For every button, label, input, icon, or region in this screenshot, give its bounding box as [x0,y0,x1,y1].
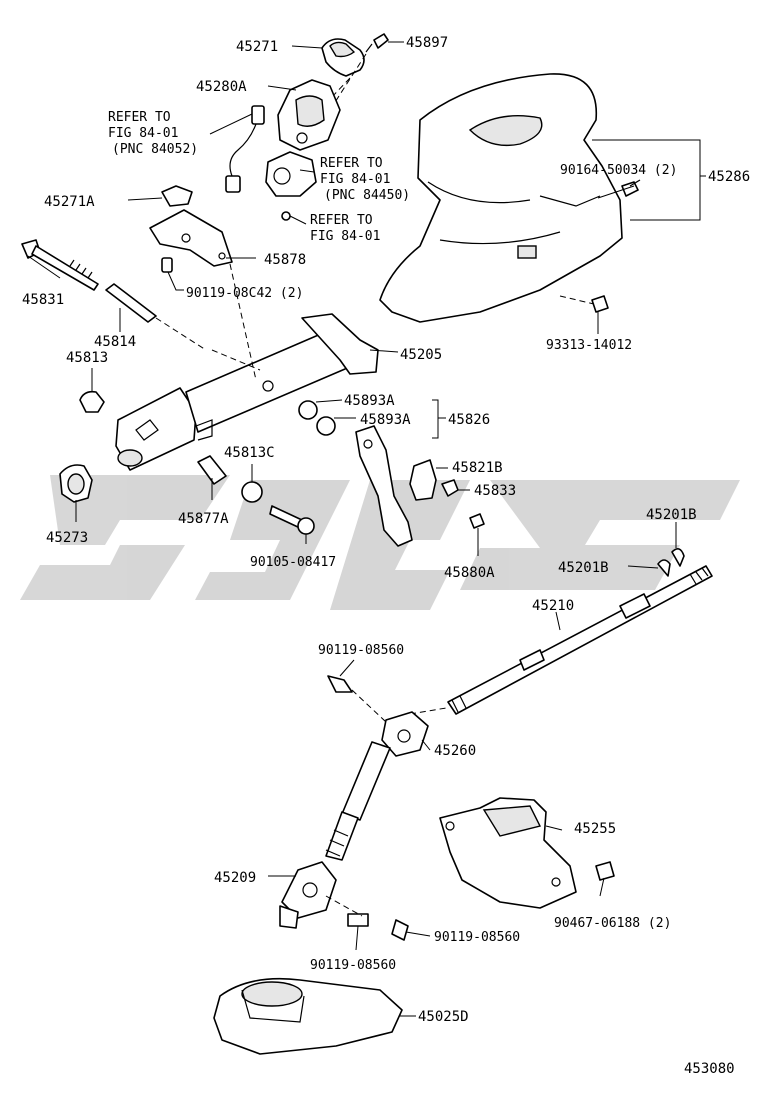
label-45833: 45833 [474,483,516,499]
part-45821B-plate [409,459,437,501]
part-tilt-lever [355,425,413,547]
part-bolt-90105-08417 [269,505,315,535]
part-bolt-90119-08560-low [347,913,369,927]
part-45209-universal-joint [279,861,337,929]
leader-lines [27,41,706,1017]
label-93313-14012: 93313-14012 [546,338,632,353]
label-45205: 45205 [400,347,442,363]
part-45210-main-shaft [447,565,713,715]
part-bolt-90119-08C42 [161,257,173,273]
label-90119-08560-mid: 90119-08560 [434,930,520,945]
part-45273-bushing [59,464,93,503]
label-refer-2-line2: FIG 84-01 [320,172,390,187]
label-45877A: 45877A [178,511,229,527]
label-45260: 45260 [434,743,476,759]
label-45255: 45255 [574,821,616,837]
part-ignition-switch [265,151,317,197]
part-45280A-lock-housing [277,79,341,151]
label-45813: 45813 [66,350,108,366]
part-45205-column-tube [115,313,379,471]
part-45201B-clip-a [657,559,671,577]
label-90119-08560-top: 90119-08560 [318,643,404,658]
part-45813-bushing [79,390,105,413]
label-45893A-lower: 45893A [360,412,411,428]
label-45878: 45878 [264,252,306,268]
label-45273: 45273 [46,530,88,546]
label-45025D: 45025D [418,1009,469,1025]
part-45893A-bushing-lower [316,416,336,436]
label-45897: 45897 [406,35,448,51]
part-clip-93313-14012 [591,295,609,313]
part-45813C-collar [241,481,263,503]
part-45201B-clip-b [671,548,685,567]
part-45025D-boot [213,977,403,1055]
label-45271: 45271 [236,39,278,55]
part-screw-small [281,211,291,221]
label-90119-08560-low: 90119-08560 [310,958,396,973]
label-45813C: 45813C [224,445,275,461]
part-screw-90164-50034 [621,179,641,197]
label-45814: 45814 [94,334,136,350]
label-45821B: 45821B [452,460,503,476]
label-refer-1-line1: REFER TO [108,110,171,125]
label-45831: 45831 [22,292,64,308]
part-45831-long-bolt [21,239,99,291]
part-bolt-90119-08560-mid [391,919,409,941]
label-45209: 45209 [214,870,256,886]
part-45897-bolt [365,33,389,53]
part-key-sensor [225,105,265,193]
part-45814-sleeve [105,283,157,323]
part-45260-intermediate-shaft [325,711,429,861]
label-90105-08417: 90105-08417 [250,555,336,570]
label-90119-08C42: 90119-08C42 (2) [186,286,303,301]
part-labels: 45271 45897 45280A REFER TO FIG 84-01 (P… [22,35,750,1077]
label-refer-3-line2: FIG 84-01 [310,229,380,244]
part-45255-cover [439,797,577,909]
watermark-logo [20,475,740,610]
part-45893A-bushing-upper [298,400,318,420]
label-refer-1-line2: FIG 84-01 [108,126,178,141]
label-refer-1-line3: (PNC 84052) [112,142,198,157]
label-refer-2-line1: REFER TO [320,156,383,171]
part-clip-90467-06188 [595,861,615,881]
label-90164-50034: 90164-50034 (2) [560,163,677,178]
part-45271-clamp [321,38,365,77]
label-45271A: 45271A [44,194,95,210]
label-45826: 45826 [448,412,490,428]
label-refer-3-line1: REFER TO [310,213,373,228]
part-45878-bracket [149,209,233,267]
part-45880A-bolt [469,513,485,529]
label-90467-06188: 90467-06188 (2) [554,916,671,931]
label-45201B-side: 45201B [558,560,609,576]
label-45201B-top: 45201B [646,507,697,523]
label-45280A: 45280A [196,79,247,95]
label-45880A: 45880A [444,565,495,581]
label-45893A-upper: 45893A [344,393,395,409]
label-figure-id: 453080 [684,1061,735,1077]
part-bolt-90119-08560-top [327,675,353,693]
label-refer-2-line3: (PNC 84450) [324,188,410,203]
part-45877A-spacer [197,455,227,485]
label-45286: 45286 [708,169,750,185]
part-45271A-clip [161,185,193,207]
label-45210: 45210 [532,598,574,614]
part-45286-column-cover [379,73,623,323]
